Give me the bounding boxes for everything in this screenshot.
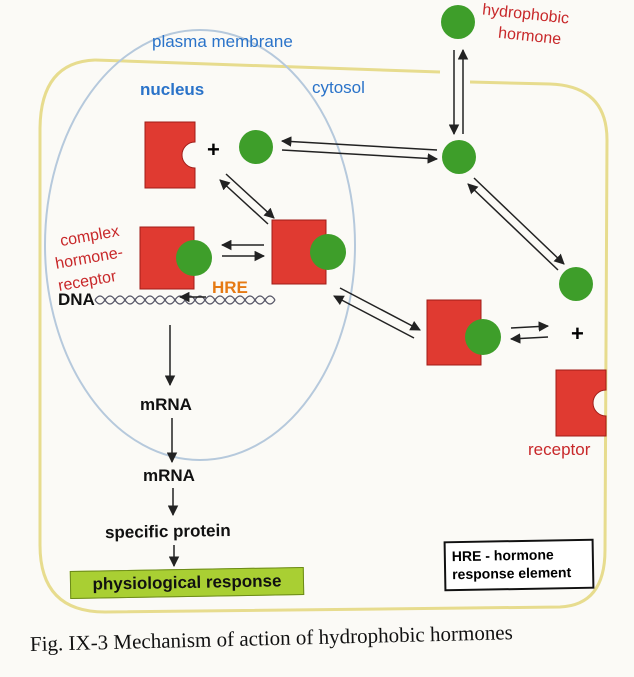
hre-label: HRE: [212, 278, 248, 297]
plus-nucleus: +: [207, 137, 220, 162]
receptor-label: receptor: [528, 440, 591, 459]
hormone-free-right: [559, 267, 593, 301]
nucleus-label: nucleus: [140, 80, 205, 99]
specific-protein-label: specific protein: [104, 520, 231, 543]
mrna-cytosol-label: mRNA: [143, 466, 195, 485]
plus-cytosol: +: [571, 321, 584, 346]
receptor-nucleus: [144, 121, 196, 189]
hormone-outside: [441, 5, 475, 39]
plasma-membrane: [38, 58, 609, 614]
physiological-response-box: physiological response: [69, 566, 305, 600]
cytosol-label: cytosol: [312, 78, 365, 97]
legend-line1: HRE - hormone: [451, 546, 554, 565]
hormone-free-nucleus: [239, 130, 273, 164]
reaction-arrows: [164, 48, 565, 568]
receptor-cytosol: [555, 369, 607, 437]
nucleus-envelope: [44, 29, 356, 461]
hormone-cytosol: [442, 140, 476, 174]
plasma-membrane-label: plasma membrane: [152, 32, 293, 51]
dna-label: DNA: [58, 290, 95, 309]
mrna-nuclear-label: mRNA: [140, 395, 192, 414]
legend-box: HRE - hormone response element: [443, 538, 595, 592]
legend-line2: response element: [452, 564, 572, 583]
